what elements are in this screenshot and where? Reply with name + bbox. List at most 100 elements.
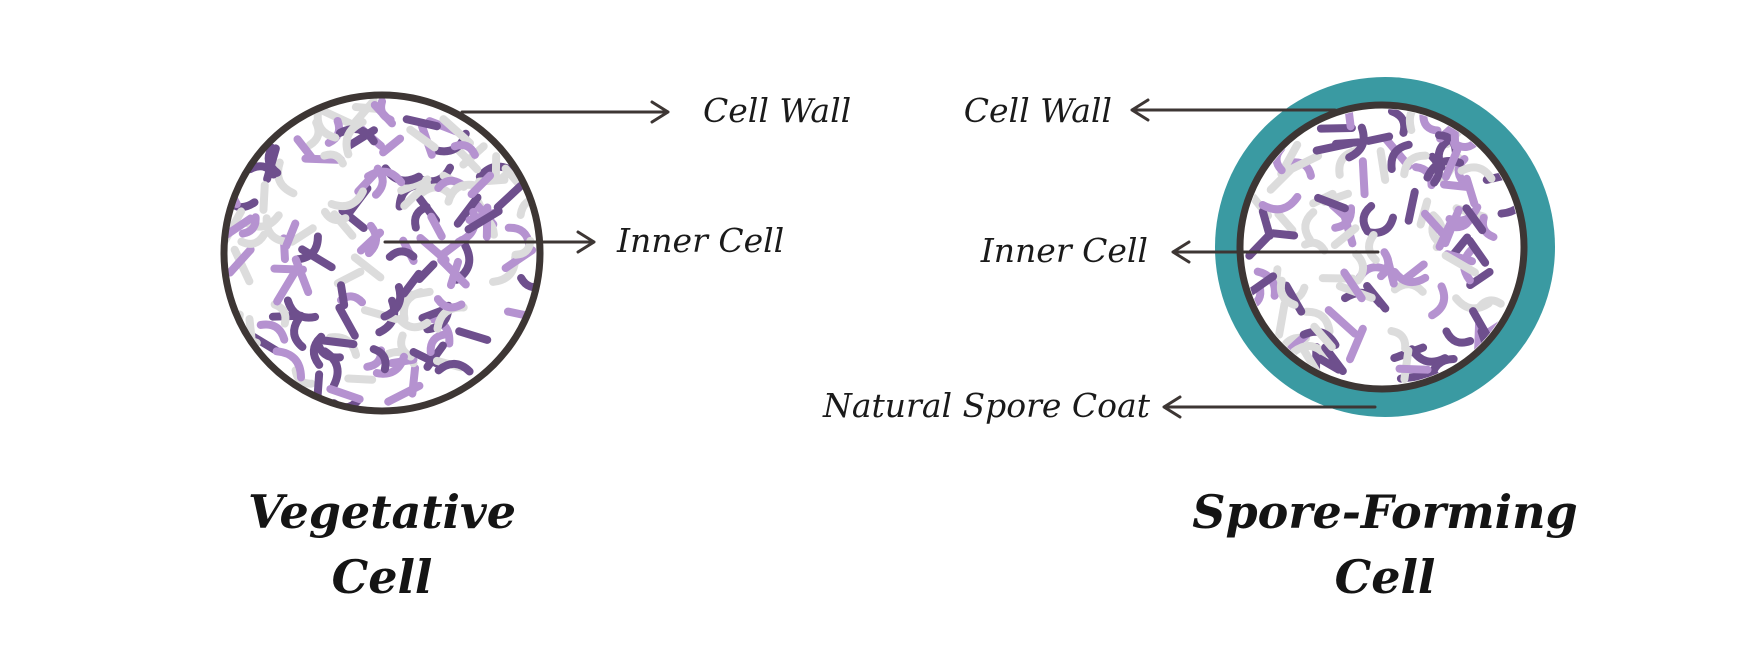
spore-forming-title-line1: Spore-Forming <box>1192 485 1577 539</box>
rod-bacterium-icon <box>1358 157 1369 199</box>
rod-bacterium-icon <box>273 266 300 306</box>
rod-bacterium-icon <box>1420 209 1447 237</box>
curved-bacterium-icon <box>433 295 466 312</box>
spore-cell-wall <box>1236 101 1528 393</box>
arrow-icon <box>1130 98 1337 122</box>
curved-bacterium-icon <box>264 143 282 177</box>
rod-bacterium-icon <box>1345 324 1367 364</box>
curved-bacterium-icon <box>320 207 350 225</box>
curved-bacterium-icon <box>327 187 367 211</box>
rod-bacterium-icon <box>1449 233 1472 259</box>
arrow-icon <box>460 100 670 124</box>
rod-bacterium-icon <box>1441 251 1479 277</box>
curved-bacterium-icon <box>342 118 367 159</box>
vegetative-cell-wall-label: Cell Wall <box>703 91 851 130</box>
curved-bacterium-icon <box>1442 327 1475 347</box>
rod-bacterium-icon <box>402 115 441 131</box>
curved-bacterium-icon <box>256 320 289 344</box>
curved-bacterium-icon <box>1428 282 1449 320</box>
rod-bacterium-icon <box>319 336 358 349</box>
rod-bacterium-icon <box>1269 229 1299 240</box>
rod-bacterium-icon <box>1364 132 1394 145</box>
curved-bacterium-icon <box>262 214 290 246</box>
curved-bacterium-icon <box>272 347 306 382</box>
curved-bacterium-icon <box>397 331 415 361</box>
rod-bacterium-icon <box>1275 300 1289 339</box>
rod-bacterium-icon <box>1466 267 1494 290</box>
curved-bacterium-icon <box>1301 238 1329 255</box>
rod-bacterium-icon <box>1316 124 1356 133</box>
rod-bacterium-icon <box>467 171 495 199</box>
vegetative-title: Vegetative Cell <box>248 485 516 604</box>
curved-bacterium-icon <box>1352 250 1368 285</box>
curved-bacterium-icon <box>1258 192 1302 214</box>
curved-bacterium-icon <box>1475 296 1505 311</box>
rod-bacterium-icon <box>406 125 439 152</box>
curved-bacterium-icon <box>411 203 431 232</box>
rod-bacterium-icon <box>1274 210 1297 235</box>
rod-bacterium-icon <box>1310 322 1336 352</box>
rod-bacterium-icon <box>227 245 255 277</box>
spore-forming-title: Spore-Forming Cell <box>1192 485 1577 604</box>
vegetative-title-line2: Cell <box>332 550 433 604</box>
rod-bacterium-icon <box>230 245 254 286</box>
curved-bacterium-icon <box>336 124 378 146</box>
rod-bacterium-icon <box>1441 146 1462 181</box>
rod-bacterium-icon <box>1400 260 1428 284</box>
curved-bacterium-icon <box>273 158 298 198</box>
rod-bacterium-icon <box>344 374 377 384</box>
curved-bacterium-icon <box>1387 140 1413 174</box>
rod-bacterium-icon <box>1314 193 1349 213</box>
rod-bacterium-icon <box>288 224 317 246</box>
spore-forming-cell <box>1215 77 1555 417</box>
curved-bacterium-icon <box>434 359 474 376</box>
rod-bacterium-icon <box>350 253 385 282</box>
rod-bacterium-icon <box>399 269 423 298</box>
curved-bacterium-icon <box>313 337 344 362</box>
rod-bacterium-icon <box>326 385 364 404</box>
curved-bacterium-icon <box>290 315 307 351</box>
rod-bacterium-icon <box>293 135 316 161</box>
rod-bacterium-icon <box>379 134 405 157</box>
rod-bacterium-icon <box>351 98 378 126</box>
curved-bacterium-icon <box>516 194 537 219</box>
rod-bacterium-icon <box>446 257 463 290</box>
rod-bacterium-icon <box>1439 180 1474 192</box>
rod-bacterium-icon <box>1376 147 1390 184</box>
vegetative-cell-wall <box>220 91 544 415</box>
spore-forming-title-line2: Cell <box>1335 550 1436 604</box>
rod-bacterium-icon <box>335 303 359 340</box>
curved-bacterium-icon <box>1359 202 1376 236</box>
curved-bacterium-icon <box>444 180 479 206</box>
vegetative-inner-cell-label: Inner Cell <box>616 221 784 260</box>
curved-bacterium-icon <box>1377 248 1393 281</box>
curved-bacterium-icon <box>1400 151 1430 179</box>
rod-bacterium-icon <box>259 181 269 214</box>
rod-bacterium-icon <box>1315 354 1343 374</box>
natural-spore-coat-label: Natural Spore Coat <box>822 386 1151 425</box>
rod-bacterium-icon <box>1400 346 1413 384</box>
rod-bacterium-icon <box>464 207 503 234</box>
rod-bacterium-icon <box>1312 139 1355 155</box>
curved-bacterium-icon <box>426 330 449 356</box>
vegetative-cell-wall-callout: Cell Wall <box>460 91 851 130</box>
rod-bacterium-icon <box>337 281 349 310</box>
curved-bacterium-icon <box>380 283 405 321</box>
curved-bacterium-icon <box>305 118 323 149</box>
spore-inner-cell-callout: Inner Cell <box>980 231 1380 270</box>
curved-bacterium-icon <box>364 221 381 258</box>
spore-inner-cell-label: Inner Cell <box>980 231 1148 270</box>
arrow-icon <box>1162 395 1377 419</box>
curved-bacterium-icon <box>399 288 425 323</box>
arrow-icon <box>383 230 596 254</box>
rod-bacterium-icon <box>501 164 525 190</box>
arrow-icon <box>1171 240 1380 264</box>
curved-bacterium-icon <box>237 230 268 248</box>
spore-cell-wall-label: Cell Wall <box>964 91 1112 130</box>
rod-bacterium-icon <box>1324 306 1359 338</box>
curved-bacterium-icon <box>1387 327 1410 353</box>
rod-bacterium-icon <box>1245 272 1278 297</box>
rod-bacterium-icon <box>439 115 475 148</box>
curved-bacterium-icon <box>377 98 395 124</box>
